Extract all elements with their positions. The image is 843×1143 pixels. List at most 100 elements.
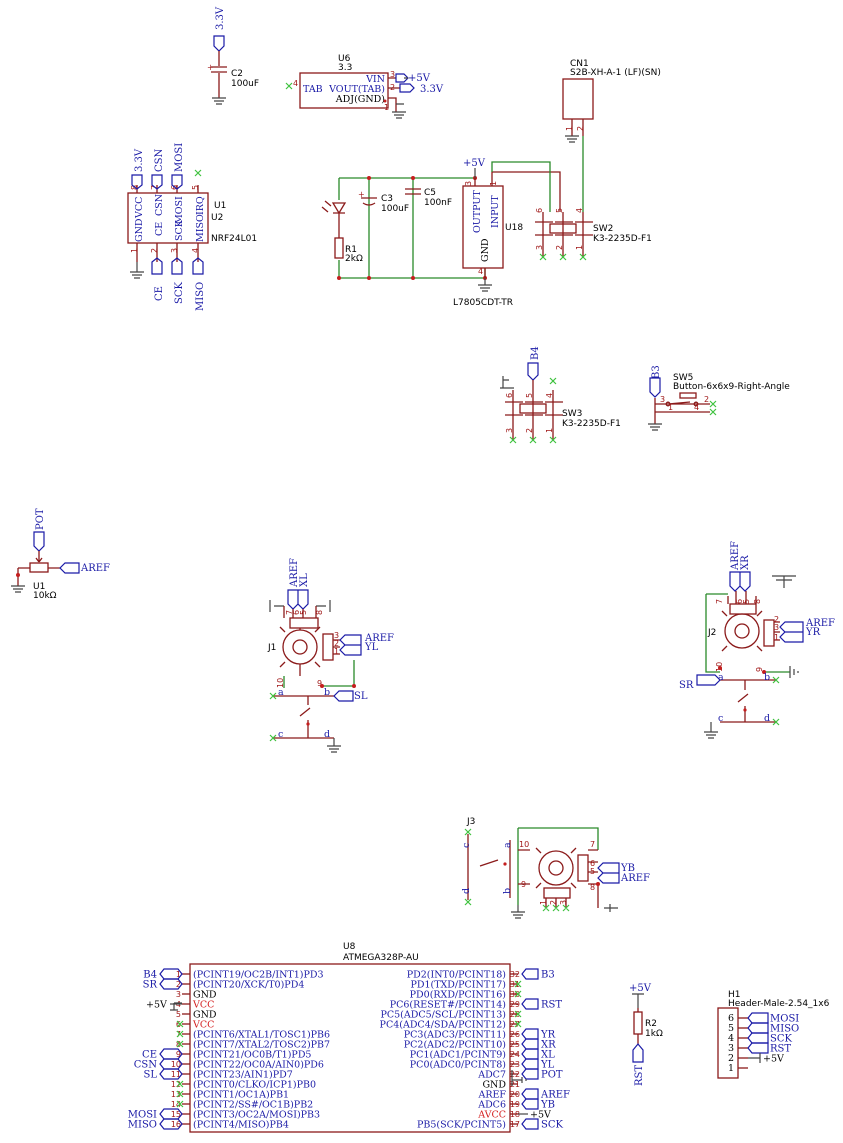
pin-name: ADC7	[477, 1070, 506, 1081]
svg-text:U1: U1	[214, 201, 226, 211]
svg-text:YB: YB	[620, 863, 635, 874]
mcu-pin-14[interactable]: 14 (PCINT2/SS#/OC1B)PB2	[171, 1100, 313, 1111]
svg-text:7: 7	[285, 610, 294, 615]
pin-name: AREF	[477, 1090, 506, 1101]
pin-number: 2	[728, 1053, 734, 1064]
pin-name: VCC	[192, 1020, 214, 1031]
svg-text:7: 7	[715, 599, 724, 604]
joystick-j2[interactable]: AREF XR 7 6 5 8 2 3 1 AREF YR 10 9 a b c…	[679, 541, 835, 739]
svg-text:+: +	[207, 63, 214, 72]
mcu-pin-7[interactable]: 7(PCINT6/XTAL1/TOSC1)PB6	[176, 1030, 330, 1041]
net-label: POT	[541, 1070, 563, 1081]
pin-number: 10	[171, 1060, 181, 1069]
power-supply[interactable]: R1 2kΩ + C3 100uF C5 100nF 3 1 4 OUTPUT …	[321, 158, 561, 308]
capacitor-c2[interactable]: 3.3V + C2 100uF	[207, 6, 259, 105]
header-pin-2[interactable]: 2+5V	[728, 1053, 784, 1065]
svg-text:2: 2	[525, 428, 534, 433]
svg-text:U18: U18	[505, 223, 523, 233]
potentiometer[interactable]: POT AREF U1 10kΩ	[11, 508, 110, 601]
pin-number: 5	[728, 1023, 734, 1034]
svg-text:2: 2	[150, 248, 159, 253]
pin-name: AVCC	[477, 1110, 506, 1121]
pin-number: 19	[510, 1100, 520, 1109]
svg-text:1: 1	[334, 647, 339, 656]
switch-sw3[interactable]: B4 6 5 4 3 2 1 SW3 K3-2235D-F1	[500, 346, 621, 444]
joystick-j3[interactable]: J3 c a d b 10 9 7 6 5 8 YB AREF 1 2 3	[461, 817, 650, 919]
c2-ref: C2	[231, 69, 243, 79]
module-nrf24l01[interactable]: VCC CSN MOSI IRQ GND CE SCK MISO 8 7 6 5…	[127, 143, 257, 311]
switch-sw2[interactable]: 6 5 4 3 2 1 SW2 K3-2235D-F1	[535, 208, 652, 261]
svg-text:6: 6	[535, 208, 544, 213]
pin-name: (PCINT0/CLKO/ICP1)PB0	[193, 1080, 316, 1091]
header-pin-1[interactable]: 1	[728, 1063, 748, 1074]
pin-number: 14	[171, 1100, 181, 1109]
svg-text:3: 3	[334, 631, 339, 640]
mcu-u8[interactable]: U8 ATMEGA328P-AU 1(PCINT19/OC2B/INT1)PD3…	[128, 942, 570, 1133]
pin-name: (PCINT2/SS#/OC1B)PB2	[193, 1100, 313, 1111]
u6-ref: U6	[338, 54, 351, 64]
svg-text:1: 1	[575, 245, 584, 250]
u6-pin-tab: TAB	[303, 84, 323, 95]
svg-text:C3: C3	[381, 194, 393, 204]
net-label: SCK	[541, 1120, 564, 1131]
svg-text:6: 6	[292, 610, 301, 615]
svg-text:R1: R1	[345, 245, 357, 255]
net-label: MOSI	[128, 1110, 157, 1121]
joystick-j1[interactable]: AREF XL 7 6 5 8 3 2 1 AREF YL 10 9 a b c…	[267, 558, 394, 753]
svg-text:6: 6	[590, 859, 595, 868]
mcu-pin-8[interactable]: 8(PCINT7/XTAL2/TOSC2)PB7	[176, 1040, 330, 1051]
svg-text:c: c	[718, 713, 723, 724]
svg-text:ATMEGA328P-AU: ATMEGA328P-AU	[343, 953, 419, 963]
svg-text:NRF24L01: NRF24L01	[211, 234, 257, 244]
svg-text:c: c	[278, 729, 283, 740]
pin-number: 12	[171, 1080, 181, 1089]
svg-text:+5V: +5V	[463, 158, 486, 169]
regulator-u6[interactable]: U6 3.3 TAB VIN VOUT(TAB) ADJ(GND) 4 3 2 …	[285, 54, 444, 119]
mcu-pin-13[interactable]: 13(PCINT1/OC1A)PB1	[171, 1090, 289, 1101]
pin-name: PC5(ADC5/SCL/PCINT13)	[380, 1010, 506, 1021]
svg-text:1: 1	[565, 126, 574, 131]
pin-number: 23	[510, 1060, 520, 1069]
svg-text:1: 1	[130, 248, 139, 253]
svg-text:K3-2235D-F1: K3-2235D-F1	[593, 234, 652, 244]
resistor-r2[interactable]: +5V R2 1kΩ RST	[629, 983, 663, 1086]
pin-name: (PCINT4/MISO)PB4	[193, 1120, 289, 1131]
pin-number: 27	[510, 1020, 520, 1029]
svg-text:MISO: MISO	[195, 214, 206, 242]
svg-text:5: 5	[742, 599, 751, 604]
pin-number: 20	[510, 1090, 520, 1099]
button-sw5[interactable]: B3 SW5 Button-6x6x9-Right-Angle 3 1 4 2	[648, 365, 790, 431]
mcu-pin-12[interactable]: 12 (PCINT0/CLKO/ICP1)PB0	[171, 1080, 316, 1091]
svg-text:9: 9	[317, 679, 322, 688]
connector-cn1[interactable]: CN1 S2B-XH-A-1 (LF)(SN) 1 2	[562, 59, 661, 212]
svg-text:d: d	[764, 713, 770, 724]
